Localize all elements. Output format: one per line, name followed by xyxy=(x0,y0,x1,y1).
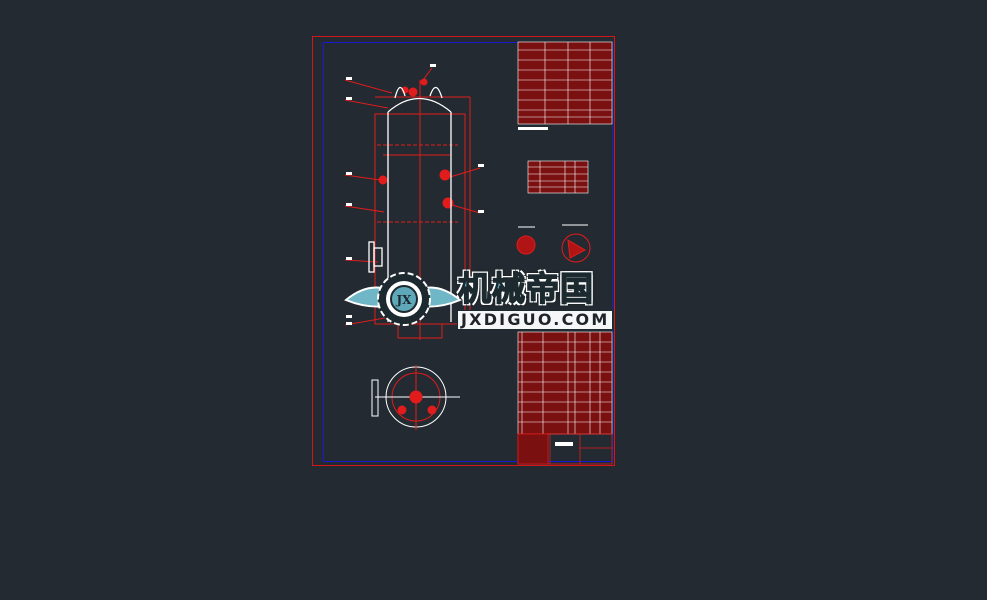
detail-views xyxy=(516,224,591,263)
vessel-top-view xyxy=(371,365,460,430)
svg-text:JX: JX xyxy=(396,293,413,307)
technical-specification-table xyxy=(517,41,613,125)
nozzle-table xyxy=(527,160,589,194)
vessel-front-elevation xyxy=(344,67,481,340)
drawing-sheet-inner-border xyxy=(323,42,613,462)
parts-list xyxy=(517,331,613,435)
watermark-logo-icon: JX xyxy=(344,272,462,326)
drawing-sheet-outer-frame xyxy=(312,36,615,466)
table-note xyxy=(518,127,548,130)
title-block xyxy=(517,433,613,465)
watermark-url: JXDIGUO.COM xyxy=(457,310,614,330)
watermark-title: 机械帝国 xyxy=(457,269,594,308)
label-marks xyxy=(346,64,484,325)
